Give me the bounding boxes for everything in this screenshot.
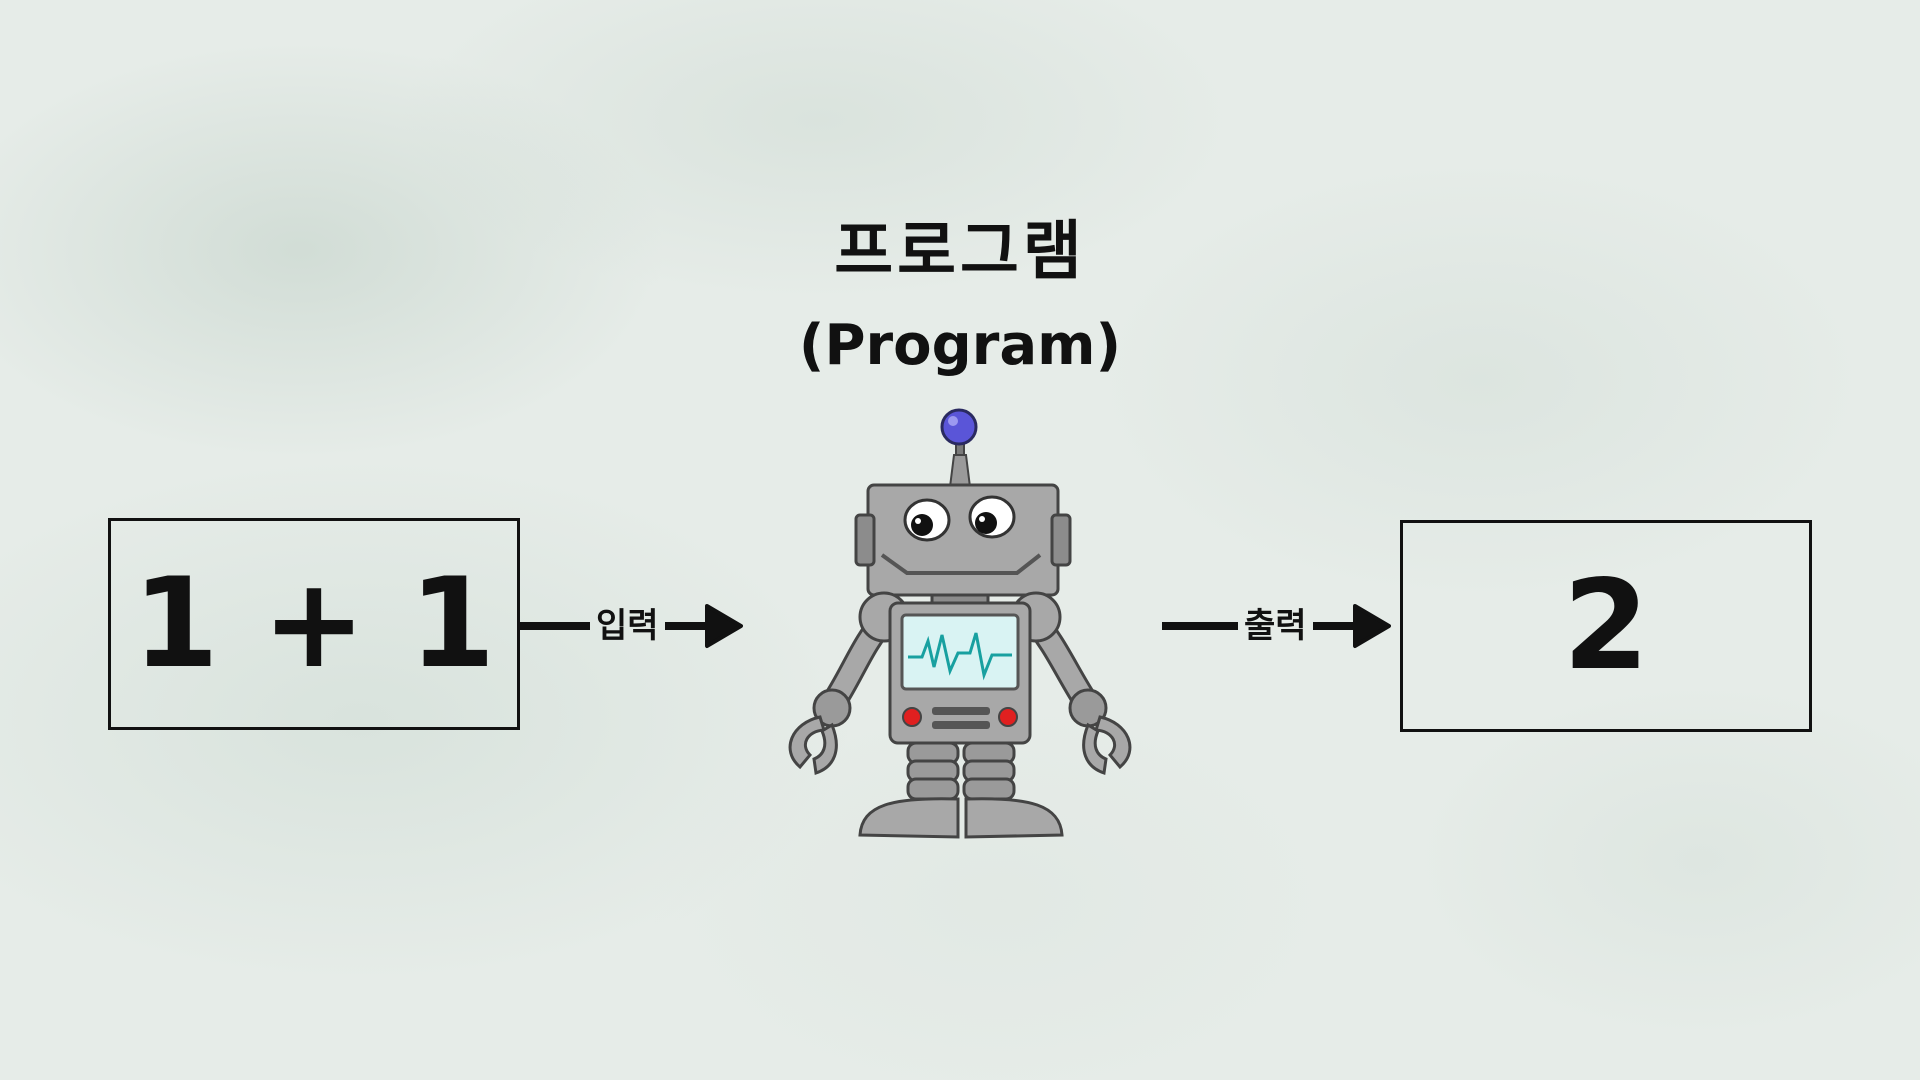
input-value: 1 + 1 bbox=[132, 552, 496, 696]
input-box: 1 + 1 bbox=[108, 518, 520, 730]
right-arrow-icon bbox=[664, 602, 743, 650]
program-title-english: (Program) bbox=[798, 313, 1122, 378]
output-box: 2 bbox=[1400, 520, 1812, 732]
input-connector-line bbox=[520, 622, 590, 630]
right-arrow-icon bbox=[1312, 602, 1391, 650]
program-title-korean: 프로그램 bbox=[834, 215, 1086, 289]
output-label: 출력 bbox=[1244, 606, 1307, 646]
output-connector-line bbox=[1162, 622, 1238, 630]
robot-icon bbox=[772, 405, 1148, 850]
input-connector: 입력 bbox=[520, 598, 743, 654]
output-connector: 출력 bbox=[1162, 598, 1391, 654]
input-label: 입력 bbox=[596, 606, 659, 646]
output-value: 2 bbox=[1562, 554, 1650, 698]
